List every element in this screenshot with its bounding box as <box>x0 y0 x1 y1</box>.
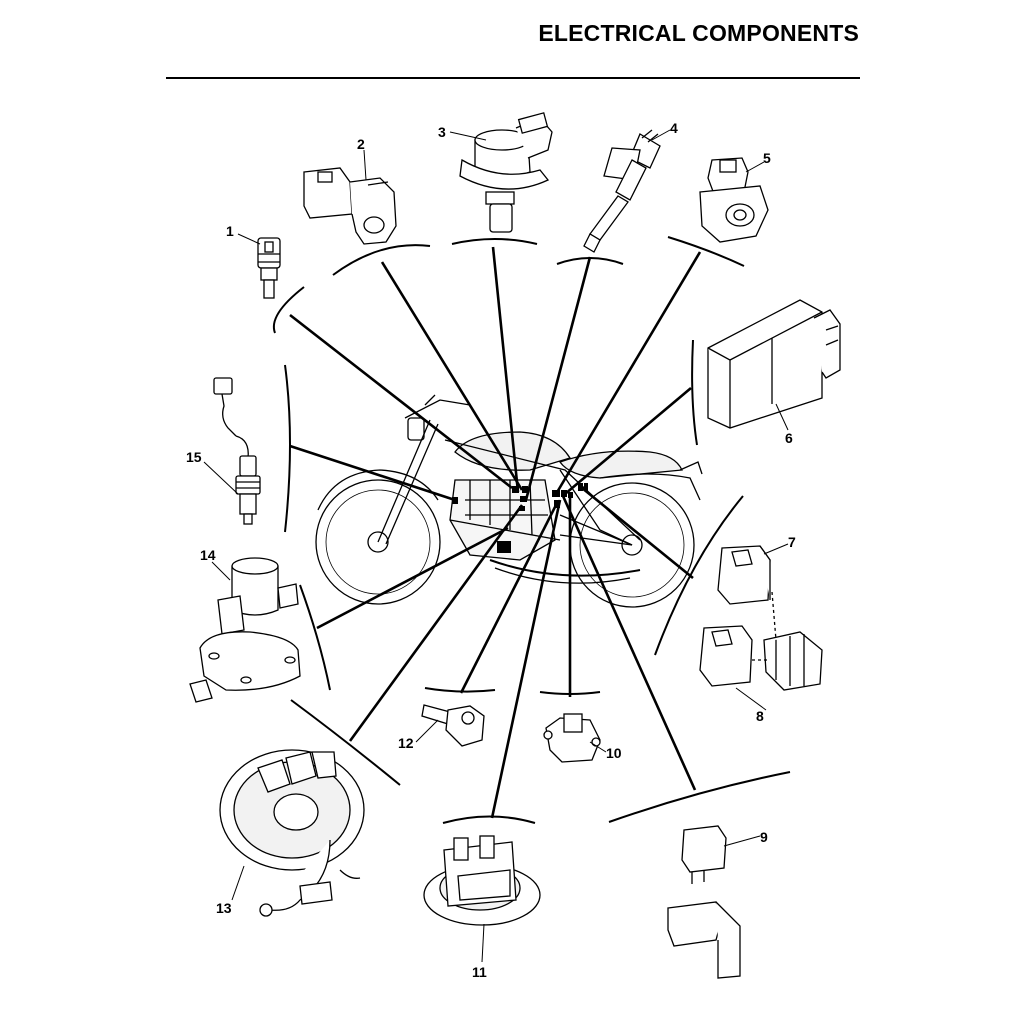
leader-lines <box>289 246 702 819</box>
component-14-drawing <box>189 557 301 703</box>
component-1-drawing <box>257 237 281 299</box>
component-12-drawing <box>421 704 485 747</box>
callout-label-8: 8 <box>756 708 764 724</box>
component-4-drawing <box>583 129 661 253</box>
callout-label-6: 6 <box>785 430 793 446</box>
callout-label-12: 12 <box>398 735 414 751</box>
component-9-drawing <box>667 825 741 979</box>
callout-label-10: 10 <box>606 745 622 761</box>
component-7-drawing <box>717 545 771 605</box>
component-3-drawing <box>459 112 553 233</box>
callout-label-1: 1 <box>226 223 234 239</box>
component-5-drawing <box>699 157 769 243</box>
component-13-drawing <box>219 749 365 917</box>
title-rule <box>166 77 860 79</box>
callout-label-11: 11 <box>472 964 487 980</box>
callout-label-5: 5 <box>763 150 771 166</box>
callout-labels: 1 2 3 4 5 6 7 8 9 10 11 12 13 14 15 <box>186 120 796 980</box>
callout-label-15: 15 <box>186 449 202 465</box>
callout-label-4: 4 <box>670 120 678 136</box>
component-10-drawing <box>543 713 601 763</box>
component-8-drawing <box>699 591 823 691</box>
callout-pointers <box>203 129 789 963</box>
component-2-drawing <box>303 167 397 245</box>
callout-label-14: 14 <box>200 547 216 563</box>
callout-label-9: 9 <box>760 829 768 845</box>
callout-label-3: 3 <box>438 124 446 140</box>
bracket-arcs <box>272 236 791 824</box>
callout-label-2: 2 <box>357 136 365 152</box>
component-6-drawing <box>707 299 841 429</box>
page-title: ELECTRICAL COMPONENTS <box>538 20 859 46</box>
component-11-drawing <box>423 835 541 926</box>
callout-label-7: 7 <box>788 534 796 550</box>
component-15-drawing <box>213 377 261 525</box>
callout-label-13: 13 <box>216 900 232 916</box>
